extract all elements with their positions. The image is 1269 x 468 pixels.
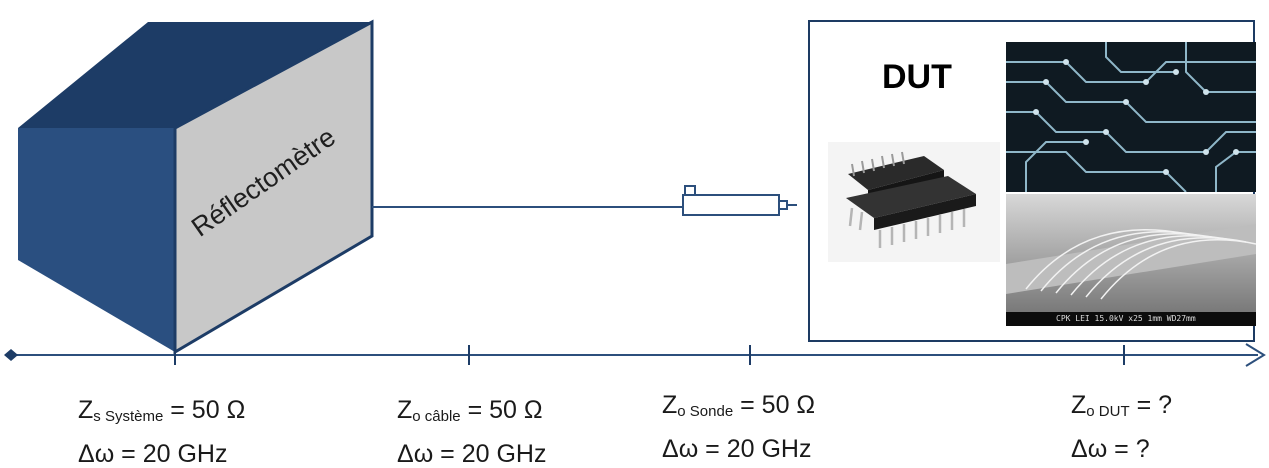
- box-left-face: [18, 128, 175, 352]
- box-top-face: [18, 22, 372, 128]
- station-3-impedance: Zo Sonde = 50 Ω: [662, 391, 816, 420]
- sem-wire-bonds-photo: CPK LEI 15.0kV x25 1mm WD27mm: [1006, 194, 1256, 326]
- station-4-impedance: Zo DUT = ?: [1071, 391, 1173, 420]
- sem-caption: CPK LEI 15.0kV x25 1mm WD27mm: [1056, 314, 1196, 323]
- ic-chips-photo: [828, 142, 1000, 262]
- ic-chip-front: [846, 176, 976, 248]
- probe-icon: [682, 185, 797, 216]
- axis-start-marker: [4, 349, 18, 361]
- station-4-bandwidth: Δω = ?: [1071, 435, 1150, 463]
- station-3-bandwidth: Δω = 20 GHz: [662, 435, 812, 463]
- pcb-traces-photo: [1006, 42, 1256, 192]
- station-1-bandwidth: Δω = 20 GHz: [78, 440, 228, 468]
- station-2-impedance: Zo câble = 50 Ω: [397, 396, 543, 425]
- axis-arrow-head: [1245, 343, 1266, 367]
- dut-panel: DUT: [808, 20, 1256, 342]
- box-front-face: [173, 19, 374, 355]
- dut-title: DUT: [882, 58, 952, 96]
- station-2-bandwidth: Δω = 20 GHz: [397, 440, 547, 468]
- station-1-impedance: Zs Système = 50 Ω: [78, 396, 246, 425]
